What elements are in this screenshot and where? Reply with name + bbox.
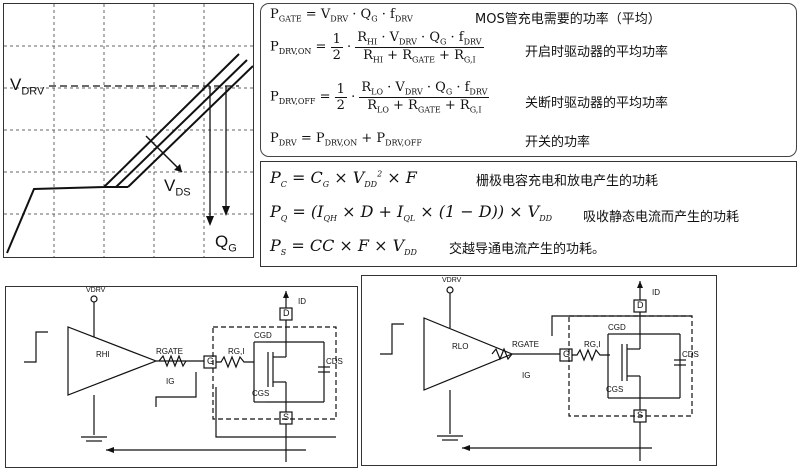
drain-pin-label: D xyxy=(283,308,290,318)
r-gi-label: RG,I xyxy=(584,340,601,349)
qg-label: QG xyxy=(215,232,237,255)
cgs-label: CGS xyxy=(606,385,624,394)
turn-on-circuit-schematic xyxy=(24,291,337,462)
r-driver-label: RHI xyxy=(96,350,110,359)
vdrv-label: VDRV xyxy=(10,75,45,98)
vgs-curve-shift-1 xyxy=(115,59,248,188)
r-gate-label: RGATE xyxy=(156,347,183,356)
vgs-curve xyxy=(6,53,240,254)
ps-equation: PS = CC × F × VDD xyxy=(270,236,417,258)
pc-note: 栅极电容充电和放电产生的功耗 xyxy=(476,174,659,189)
gate-pin-label: G xyxy=(563,349,571,359)
pgate-note: MOS管充电需要的功率（平均） xyxy=(475,12,661,27)
ps-note: 交越导通电流产生的功耗。 xyxy=(449,242,606,257)
id-label: ID xyxy=(298,297,306,306)
cgd-label: CGD xyxy=(254,331,272,340)
graph-grid xyxy=(4,4,253,257)
ig-label: IG xyxy=(166,377,175,386)
vgs-curve-shift-2 xyxy=(127,65,253,188)
r-gi-label: RG,I xyxy=(228,347,245,356)
pgate-equation: PGATE = VDRV · QG · fDRV xyxy=(270,7,413,24)
vdrv-source-label: VDRV xyxy=(442,277,462,284)
pq-note: 吸收静态电流而产生的功耗 xyxy=(583,210,740,225)
cgd-label: CGD xyxy=(608,323,626,332)
r-driver-label: RLO xyxy=(452,342,469,351)
turn-on-circuit-diagram: VDRV RHI RGATE G RG,I CGD CGS CDS IG ID … xyxy=(5,286,358,468)
source-pin-label: S xyxy=(637,410,644,420)
cds-label: CDS xyxy=(682,350,699,359)
source-pin-label: S xyxy=(283,412,290,422)
turn-off-circuit-schematic xyxy=(380,281,693,461)
turn-off-circuit-diagram: VDRV RLO RGATE G RG,I CGD CGS CDS IG ID … xyxy=(361,275,717,466)
gate-pin-label: G xyxy=(207,356,215,366)
driver-loss-formula-box: PC = CG × VDD2 × F 栅极电容充电和放电产生的功耗 PQ = (… xyxy=(260,161,797,267)
drain-pin-label: D xyxy=(637,300,644,310)
id-label: ID xyxy=(652,288,660,297)
driver-power-formula-box: PGATE = VDRV · QG · fDRV MOS管充电需要的功率（平均）… xyxy=(260,3,797,157)
pdrv-off-note: 关断时驱动器的平均功率 xyxy=(525,96,669,111)
cds-label: CDS xyxy=(326,357,343,366)
ig-label: IG xyxy=(522,371,531,380)
vdrv-source-label: VDRV xyxy=(86,287,106,294)
pc-equation: PC = CG × VDD2 × F xyxy=(270,168,417,190)
r-gate-label: RGATE xyxy=(512,340,539,349)
gate-charge-graph: VDRV VDS QG xyxy=(3,3,254,258)
gate-charge-plot xyxy=(4,4,253,257)
pdrv-on-note: 开启时驱动器的平均功率 xyxy=(525,45,669,60)
cgs-label: CGS xyxy=(252,389,270,398)
pdrv-total-equation: PDRV = PDRV,ON + PDRV,OFF xyxy=(270,131,422,148)
pq-equation: PQ = (IQH × D + IQL × (1 − D)) × VDD xyxy=(270,202,553,224)
vds-label: VDS xyxy=(164,176,191,199)
vds-arrow xyxy=(145,135,183,173)
pdrv-total-note: 开关的功率 xyxy=(525,135,591,150)
